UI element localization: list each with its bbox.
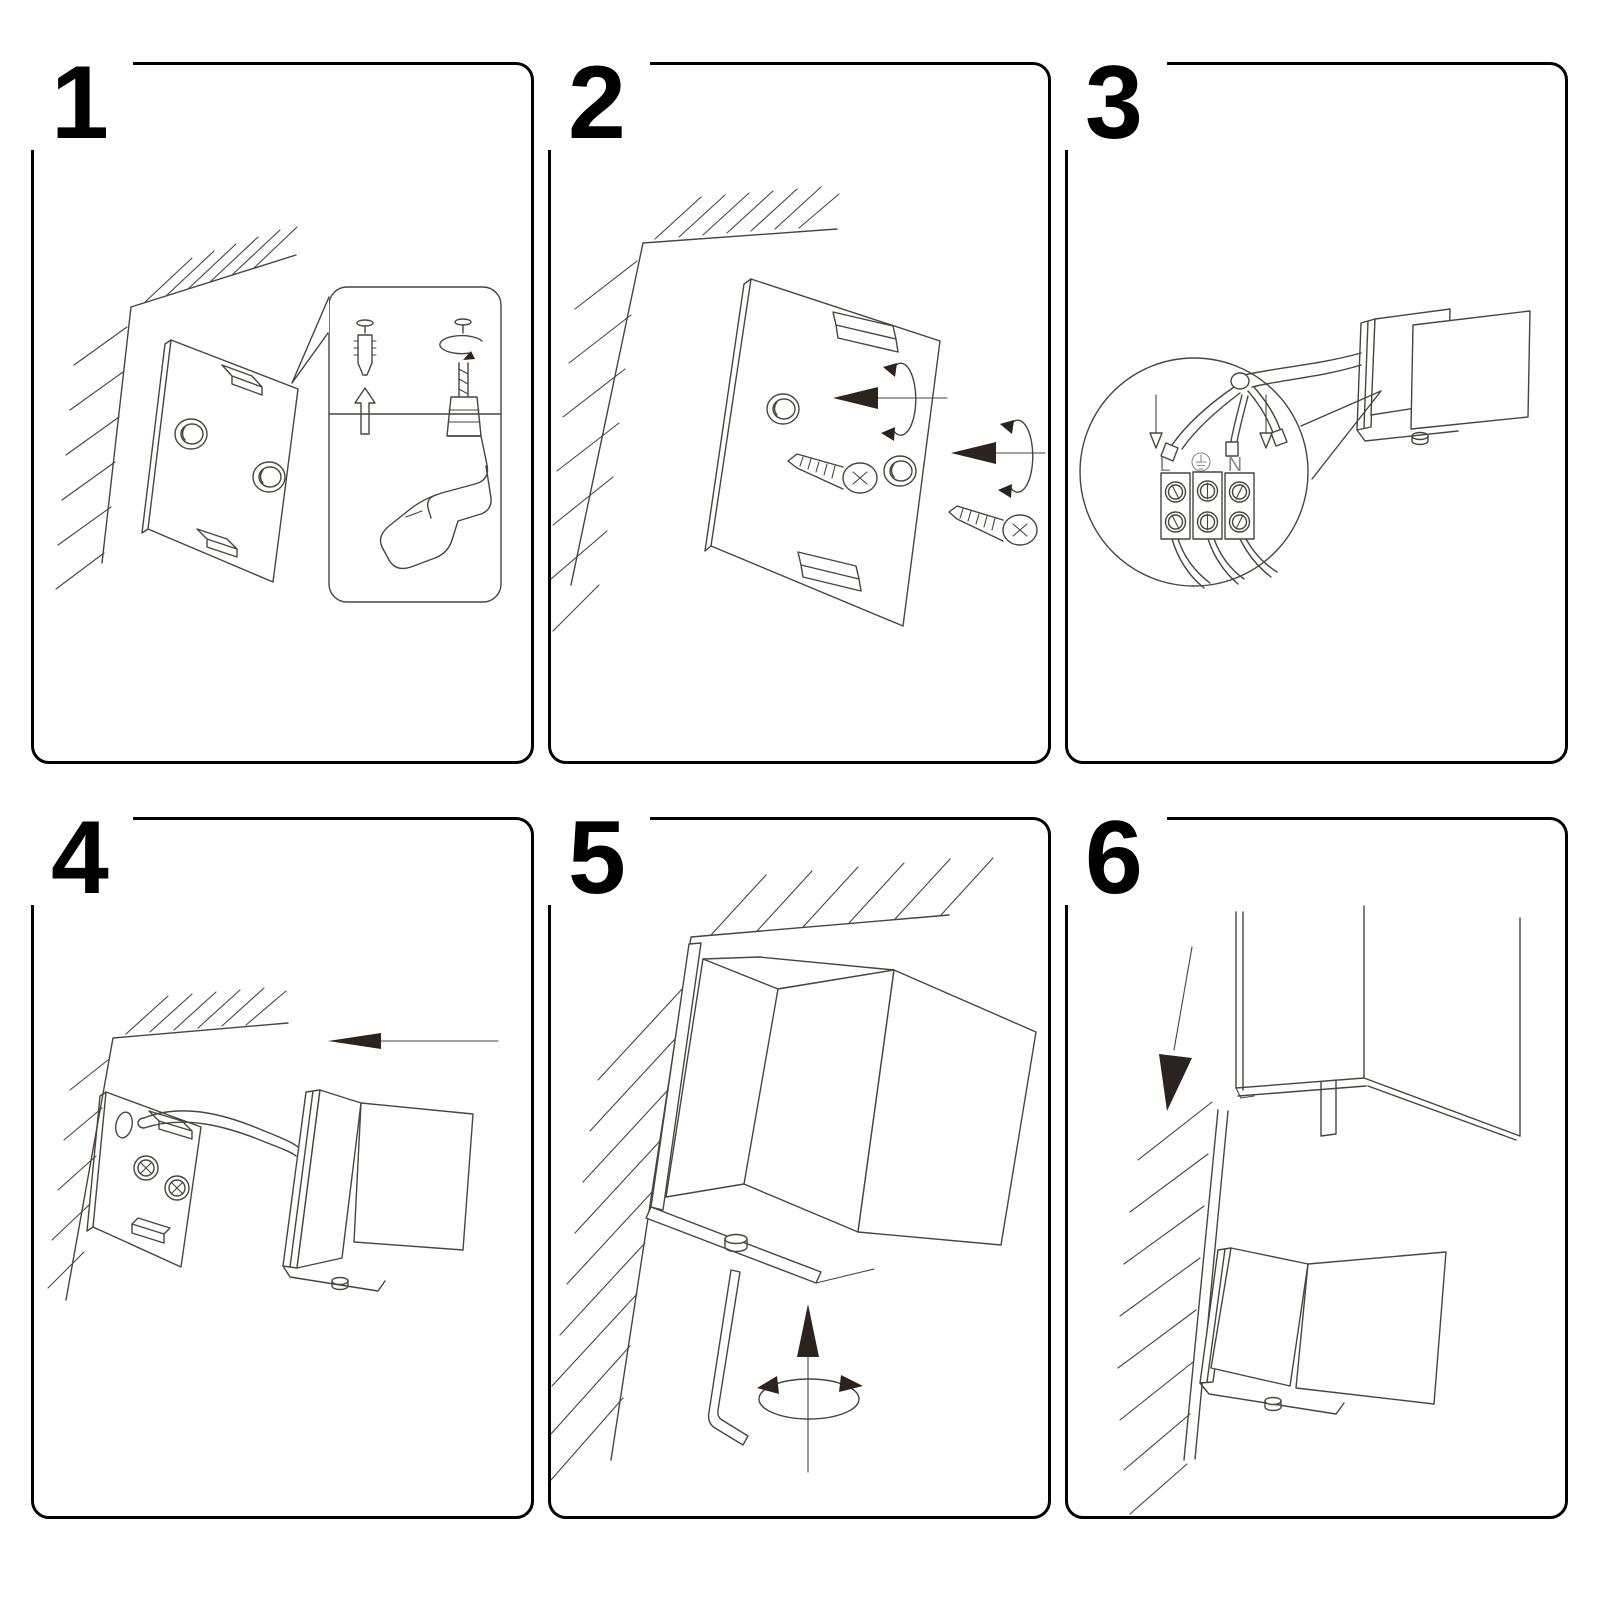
rotation-arrow-icon <box>998 419 1034 498</box>
lamp-body <box>1356 308 1531 446</box>
wires <box>1160 386 1288 462</box>
wires-below-block <box>1171 538 1278 589</box>
power-cable <box>137 1110 299 1157</box>
keyhole <box>174 418 208 450</box>
wall <box>551 186 840 632</box>
step-panel-4: 4 <box>31 806 534 1519</box>
wall-anchor-icon <box>353 319 377 435</box>
insert-arrow-icon <box>951 442 1046 464</box>
keyhole <box>883 455 917 487</box>
live-label: L <box>1159 454 1170 476</box>
terminal-labels: L N <box>1159 452 1242 476</box>
insert-arrow-icon <box>1149 394 1273 449</box>
terminal-block <box>1160 471 1255 540</box>
lamp-cover <box>1235 905 1521 1141</box>
mounting-plate <box>86 1091 202 1268</box>
step-number: 3 <box>1065 51 1167 155</box>
mounting-plate <box>704 278 941 627</box>
slide-down-arrow-icon <box>1159 946 1193 1111</box>
step-2-illustration <box>551 186 1046 632</box>
step-panel-6: 6 <box>1065 806 1568 1519</box>
drill-icon <box>379 396 492 570</box>
step-3-illustration: L N <box>1079 308 1531 589</box>
wall <box>47 987 289 1301</box>
keyhole <box>766 393 800 425</box>
screw-head <box>164 1175 190 1201</box>
step-number: 6 <box>1065 806 1167 910</box>
step-number: 2 <box>548 51 650 155</box>
tighten-arrow-icon <box>757 1304 863 1473</box>
step-panel-3: 3 <box>1065 51 1568 764</box>
step-number: 5 <box>548 806 650 910</box>
power-cable <box>1230 352 1362 390</box>
mounting-plate <box>141 339 299 583</box>
step-panel-5: 5 <box>548 806 1051 1519</box>
callout-balloon <box>291 286 502 603</box>
screw-icon <box>787 453 878 494</box>
step-panel-2: 2 <box>548 51 1051 764</box>
earth-ground-icon <box>1191 452 1211 472</box>
rotation-arrow-icon <box>881 362 917 441</box>
step-5-illustration <box>551 857 1037 1481</box>
step-6-illustration <box>1117 905 1521 1515</box>
step-1-illustration <box>55 226 502 603</box>
cable-hole <box>115 1111 133 1139</box>
slide-arrow-icon <box>328 1033 499 1049</box>
neutral-label: N <box>1228 454 1242 476</box>
step-panel-1: 1 <box>31 51 534 764</box>
drill-bit-icon <box>439 318 483 398</box>
set-screw <box>331 1276 349 1291</box>
wall <box>55 226 298 590</box>
step-number: 4 <box>31 806 133 910</box>
lamp-body <box>282 1089 474 1292</box>
wall <box>1117 1101 1229 1515</box>
lamp-body <box>645 942 1037 1284</box>
screw-icon <box>948 505 1038 546</box>
set-screw <box>724 1233 748 1253</box>
lamp-body <box>1199 1247 1447 1415</box>
step-number: 1 <box>31 51 133 155</box>
step-4-illustration <box>47 987 499 1301</box>
set-screw <box>1264 1396 1282 1412</box>
keyhole <box>252 461 286 493</box>
hex-key-icon <box>707 1269 749 1446</box>
insert-arrow-icon <box>833 387 948 409</box>
screw-head <box>133 1155 159 1181</box>
set-screw <box>1411 431 1429 446</box>
